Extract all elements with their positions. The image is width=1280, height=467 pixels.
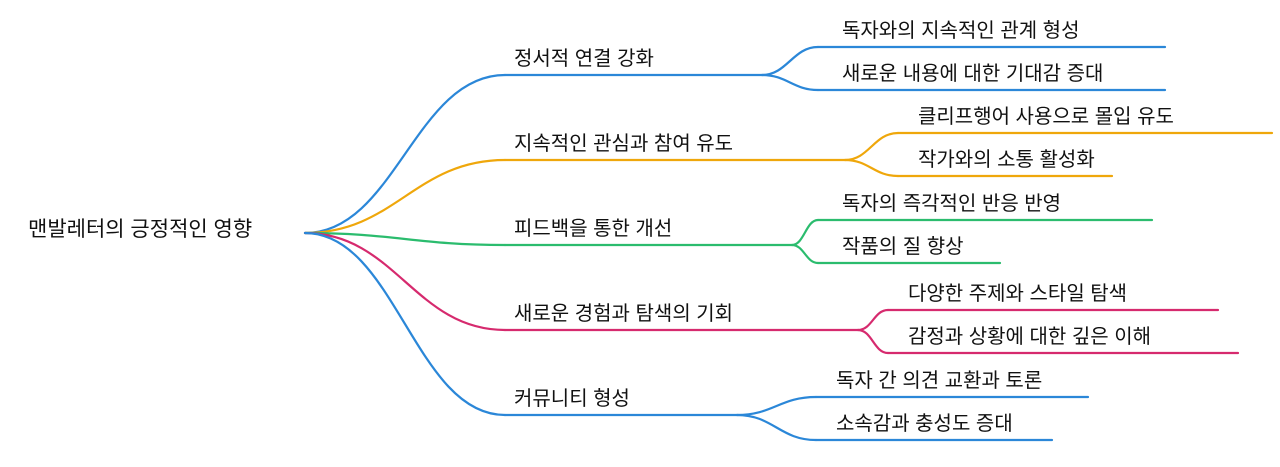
link-branch-1-child-2 xyxy=(760,73,820,92)
node-branch-2: 지속적인 관심과 참여 유도 xyxy=(514,133,734,155)
link-branch-5-child-1 xyxy=(735,395,818,417)
node-branch-5-child-2: 소속감과 충성도 증대 xyxy=(836,413,1013,435)
link-root-branch-1 xyxy=(303,73,507,235)
link-branch-4-child-1 xyxy=(856,308,890,332)
node-branch-5-child-1: 독자 간 의견 교환과 토론 xyxy=(836,370,1043,392)
link-branch-3-child-1 xyxy=(790,218,820,247)
link-branch-5-child-2 xyxy=(735,413,818,442)
link-root-branch-2 xyxy=(303,158,507,235)
link-root-branch-5 xyxy=(303,231,507,417)
node-branch-4-child-1: 다양한 주제와 스타일 탐색 xyxy=(908,283,1128,305)
node-branch-4-child-2: 감정과 상황에 대한 깊은 이해 xyxy=(908,326,1152,348)
node-branch-3: 피드백을 통한 개선 xyxy=(514,218,673,240)
node-branch-1-child-1: 독자와의 지속적인 관계 형성 xyxy=(842,20,1080,42)
link-branch-2-child-1 xyxy=(843,131,900,162)
link-branch-2-child-2 xyxy=(843,158,900,178)
node-branch-2-child-2: 작가와의 소통 활성화 xyxy=(918,149,1095,171)
link-root-branch-4 xyxy=(303,231,507,332)
node-root: 맨발레터의 긍정적인 영향 xyxy=(28,218,253,241)
node-branch-2-child-1: 클리프행어 사용으로 몰입 유도 xyxy=(918,106,1174,128)
node-branch-3-child-1: 독자의 즉각적인 반응 반영 xyxy=(842,193,1062,215)
link-branch-4-child-2 xyxy=(856,328,890,355)
node-branch-3-child-2: 작품의 질 향상 xyxy=(842,236,964,258)
node-branch-5: 커뮤니티 형성 xyxy=(514,388,630,410)
node-branch-1-child-2: 새로운 내용에 대한 기대감 증대 xyxy=(842,63,1104,85)
link-branch-1-child-1 xyxy=(760,45,820,77)
link-branch-3-child-2 xyxy=(790,243,820,265)
link-root-branch-3 xyxy=(303,231,507,247)
node-branch-1: 정서적 연결 강화 xyxy=(514,48,654,70)
node-branch-4: 새로운 경험과 탐색의 기회 xyxy=(514,303,734,325)
